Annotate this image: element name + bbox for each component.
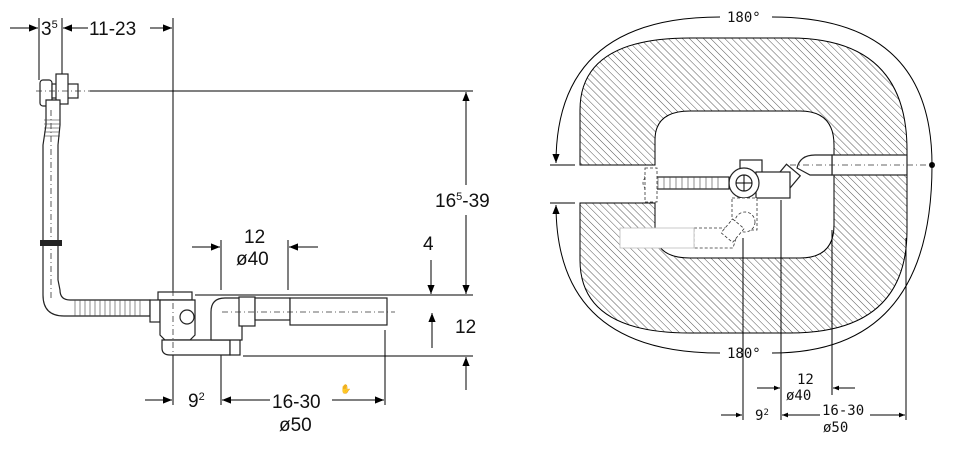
rotation-bottom-label: 180° — [727, 346, 761, 362]
dim-top-offset: 4 — [423, 234, 434, 255]
alternate-outlet-position — [619, 197, 758, 249]
top-view: 180° 180° — [550, 10, 935, 436]
dim-horizontal-range: 11-23 — [89, 19, 136, 40]
top-dim-outlet-diameter: ø40 — [786, 388, 811, 404]
dim-pipe-range: 16-30 — [272, 392, 321, 413]
dim-outlet-height: 12 — [455, 317, 476, 338]
top-drain — [642, 159, 791, 203]
overflow-pipe — [40, 99, 151, 317]
waste-body — [149, 290, 241, 356]
side-view: 35 11-23 165-39 4 12 12 ø40 92 16-30 ø50… — [10, 18, 490, 436]
top-dim-pipe-diameter: ø50 — [823, 420, 848, 436]
outlet-pipe — [210, 296, 395, 341]
overflow-head — [36, 73, 90, 107]
tub-ring — [579, 37, 908, 334]
dim-outlet-diameter: ø40 — [236, 249, 269, 270]
rotation-top-label: 180° — [727, 10, 761, 26]
top-dim-pipe-range: 16-30 — [822, 403, 864, 419]
top-dim-center-offset: 92 — [755, 408, 769, 424]
dim-height-range: 165-39 — [435, 191, 490, 212]
dim-pipe-diameter: ø50 — [279, 415, 312, 436]
hand-icon: ✋ — [340, 383, 351, 395]
top-dim-outlet-length: 12 — [797, 372, 814, 388]
dim-overflow-offset: 35 — [41, 19, 58, 40]
dim-center-offset: 92 — [188, 391, 205, 412]
dim-outlet-length: 12 — [244, 227, 265, 248]
